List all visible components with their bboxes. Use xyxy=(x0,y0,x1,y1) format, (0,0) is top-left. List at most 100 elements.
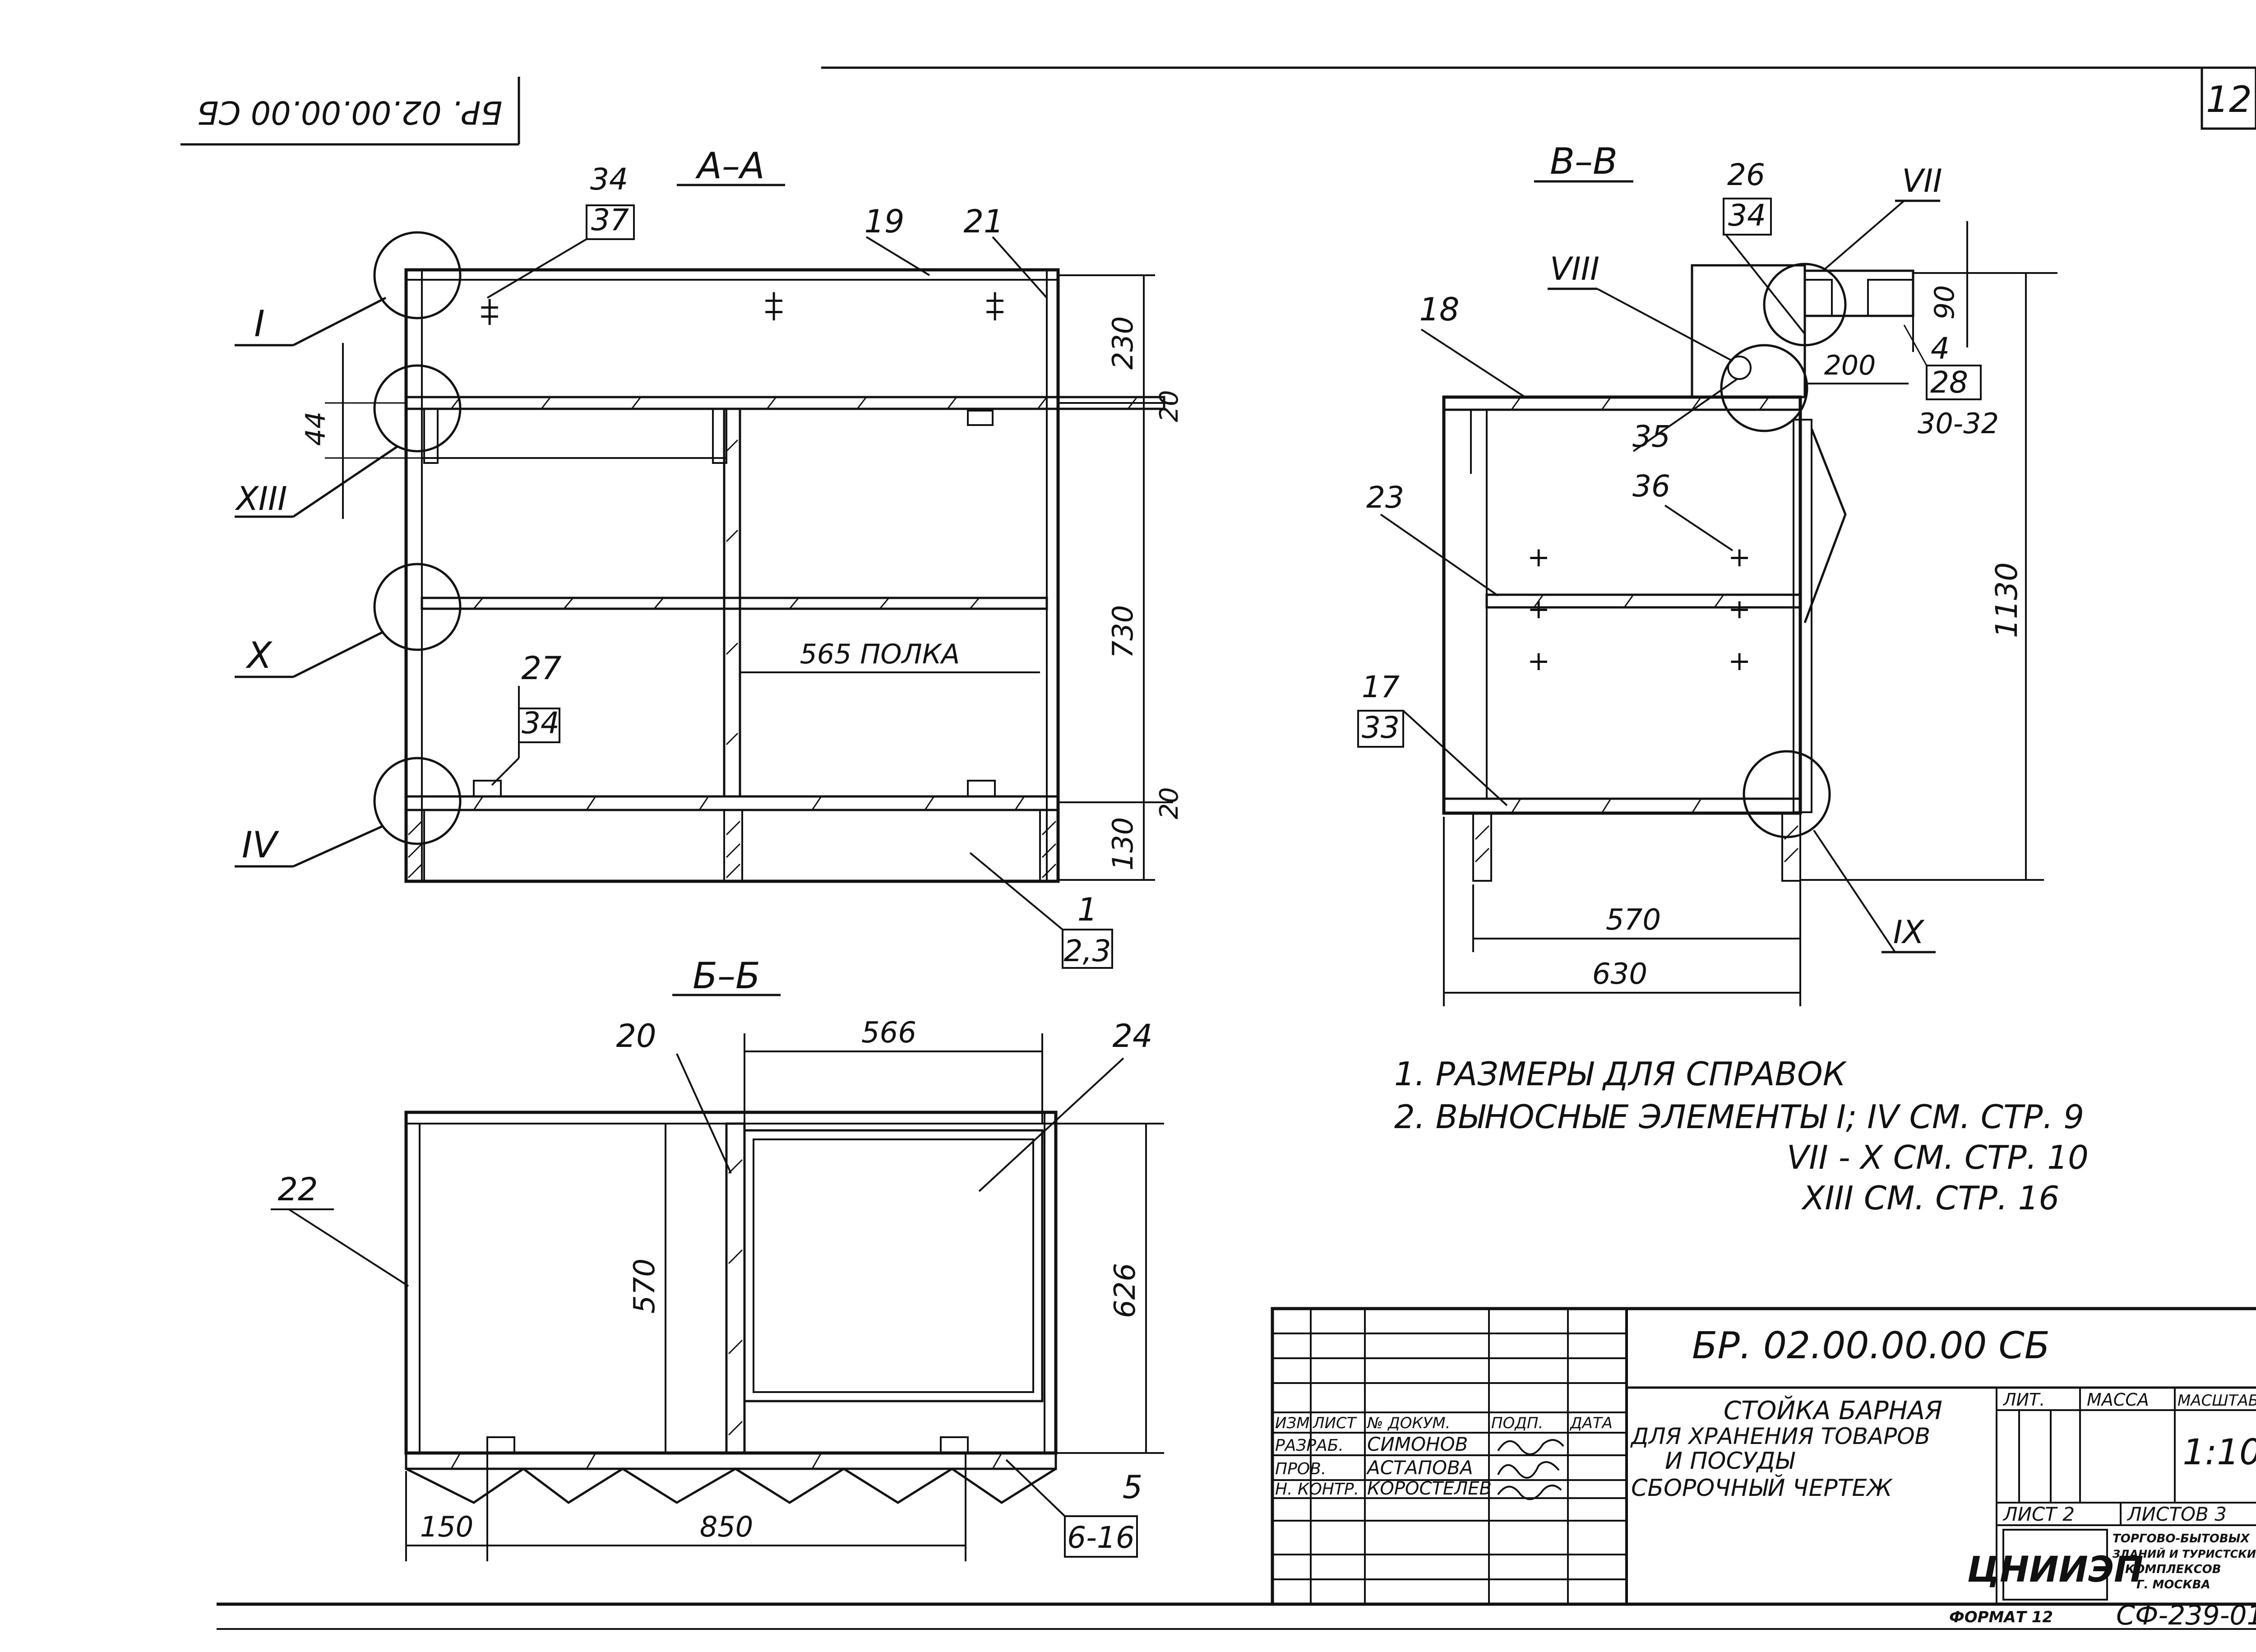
drawing-name-1: СТОЙКА БАРНАЯ xyxy=(1724,1396,1942,1425)
ref-26: 26 xyxy=(1727,157,1765,192)
header-masshtab: МАСШТАБ xyxy=(2177,1392,2256,1410)
dim-44: 44 xyxy=(300,412,332,446)
org-line-2: ЗДАНИЙ И ТУРИСТСКИХ xyxy=(2112,1547,2256,1560)
ref-35: 35 xyxy=(1632,419,1670,454)
dim-200: 200 xyxy=(1824,350,1876,381)
name-razrab: СИМОНОВ xyxy=(1367,1433,1468,1455)
dim-130: 130 xyxy=(1106,817,1139,870)
section-aa-title: А–А xyxy=(695,145,764,187)
svg-text:+: + xyxy=(1728,593,1751,625)
section-bb-title: В–В xyxy=(1550,140,1618,182)
header-data: ДАТА xyxy=(1569,1414,1613,1432)
svg-text:+: + xyxy=(1527,541,1550,573)
role-nkontr: Н. КОНТР. xyxy=(1275,1480,1359,1499)
name-prov: АСТАПОВА xyxy=(1366,1457,1473,1479)
svg-text:+: + xyxy=(984,296,1006,327)
ref-2-3: 2,3 xyxy=(1064,934,1111,968)
drawing-name-4: СБОРОЧНЫЙ ЧЕРТЕЖ xyxy=(1631,1474,1893,1502)
ref-18: 18 xyxy=(1419,291,1459,328)
ref-20: 20 xyxy=(616,1018,656,1055)
svg-text:+: + xyxy=(1728,645,1751,677)
svg-text:+: + xyxy=(984,284,1006,316)
callout-leaders xyxy=(235,296,398,868)
ref-33: 33 xyxy=(1362,710,1400,745)
dim-150: 150 xyxy=(420,1510,473,1543)
svg-text:+: + xyxy=(1527,593,1550,625)
svg-text:+: + xyxy=(478,300,501,332)
header-lit: ЛИТ. xyxy=(2002,1390,2045,1410)
drawing-name-3: И ПОСУДЫ xyxy=(1665,1448,1795,1475)
section-b6: Б–Б 20 24 22 5 6-16 xyxy=(271,955,1164,1561)
dim-90: 90 xyxy=(1929,285,1960,319)
ref-24: 24 xyxy=(1112,1018,1152,1055)
header-list: ЛИСТ xyxy=(1312,1414,1357,1432)
note-1: 1. РАЗМЕРЫ ДЛЯ СПРАВОК xyxy=(1394,1055,1847,1093)
org-line-1: ТОРГОВО-БЫТОВЫХ xyxy=(2113,1532,2251,1546)
dim-230: 230 xyxy=(1106,316,1139,370)
ref-17: 17 xyxy=(1362,670,1400,704)
ref-21: 21 xyxy=(963,203,1003,240)
callout-label: I xyxy=(254,303,265,345)
ref-34b: 34 xyxy=(522,706,559,740)
ref-30-32: 30-32 xyxy=(1918,407,1999,440)
role-prov: ПРОВ. xyxy=(1275,1460,1326,1478)
dim-570: 570 xyxy=(1606,903,1661,937)
role-razrab: РАЗРАБ. xyxy=(1275,1436,1344,1455)
ref-34: 34 xyxy=(1728,198,1766,233)
callout-label: IX xyxy=(1893,914,1925,951)
drawing-name-2: ДЛЯ ХРАНЕНИЯ ТОВАРОВ xyxy=(1630,1423,1930,1449)
name-nkontr: КОРОСТЕЛЕВ xyxy=(1367,1478,1492,1499)
ref-34: 34 xyxy=(590,162,628,197)
format-label: ФОРМАТ 12 xyxy=(1949,1608,2053,1626)
title-block: ИЗМ ЛИСТ № ДОКУМ. ПОДП. ДАТА РАЗРАБ. СИМ… xyxy=(1271,1307,2256,1606)
sheet-total: ЛИСТОВ 3 xyxy=(2127,1503,2227,1525)
ref-4: 4 xyxy=(1931,331,1950,366)
callout-label: VIII xyxy=(1550,250,1600,287)
dim-1130: 1130 xyxy=(1989,562,2024,638)
ref-28: 28 xyxy=(1930,365,1968,400)
dim-20b: 20 xyxy=(1155,787,1184,819)
ref-19: 19 xyxy=(864,203,904,240)
svg-text:+: + xyxy=(1728,541,1751,573)
section-b6-title: Б–Б xyxy=(693,955,760,997)
callout-label: X xyxy=(245,634,273,676)
signatures xyxy=(1497,1439,1564,1500)
callout-label: VII xyxy=(1902,162,1942,199)
ref-23: 23 xyxy=(1366,480,1404,515)
section-bb: В–В + + + + xyxy=(1357,140,2057,1006)
sheet-no: ЛИСТ 2 xyxy=(2002,1503,2075,1525)
section-aa: А–А xyxy=(234,145,1184,969)
header-doc: № ДОКУМ. xyxy=(1366,1414,1451,1432)
svg-text:+: + xyxy=(763,296,785,327)
svg-text:+: + xyxy=(763,284,785,316)
org-line-4: Г. МОСКВА xyxy=(2136,1578,2210,1592)
drawing-code: БР. 02.00.00.00 СБ xyxy=(1692,1324,2050,1367)
note-3: VII - X СМ. СТР. 10 xyxy=(1787,1138,2089,1176)
dim-730: 730 xyxy=(1106,605,1139,658)
ref-36: 36 xyxy=(1632,469,1670,504)
notes: 1. РАЗМЕРЫ ДЛЯ СПРАВОК 2. ВЫНОСНЫЕ ЭЛЕМЕ… xyxy=(1394,1055,2089,1217)
org-line-3: КОМПЛЕКСОВ xyxy=(2125,1563,2221,1576)
shelf-dim-label: 565 ПОЛКА xyxy=(800,639,960,670)
ref-1: 1 xyxy=(1077,891,1098,928)
org-logo: ЦНИИЭП xyxy=(1967,1550,2144,1590)
header-podp: ПОДП. xyxy=(1491,1414,1543,1432)
sheet-frame: 12 БР. 02.00.00.00 СБ ФОРМАТ 12 СФ-239-0… xyxy=(180,66,2256,1631)
svg-text:+: + xyxy=(1527,645,1550,677)
ref-27: 27 xyxy=(521,650,561,687)
ref-22: 22 xyxy=(277,1171,318,1208)
dim-570: 570 xyxy=(628,1259,661,1314)
dim-566: 566 xyxy=(861,1016,916,1050)
ref-6-16: 6-16 xyxy=(1067,1520,1135,1555)
dim-850: 850 xyxy=(700,1510,753,1543)
header-massa: МАССА xyxy=(2087,1390,2149,1410)
header-izm: ИЗМ xyxy=(1275,1414,1310,1432)
callout-label: IV xyxy=(242,824,280,866)
page-number: 12 xyxy=(2206,79,2252,120)
note-2: 2. ВЫНОСНЫЕ ЭЛЕМЕНТЫ I; IV СМ. СТР. 9 xyxy=(1394,1098,2084,1136)
dim-630: 630 xyxy=(1592,958,1647,991)
note-4: XIII СМ. СТР. 16 xyxy=(1801,1179,2059,1217)
callout-label: XIII xyxy=(234,480,287,518)
scale-value: 1:10 xyxy=(2182,1432,2256,1473)
